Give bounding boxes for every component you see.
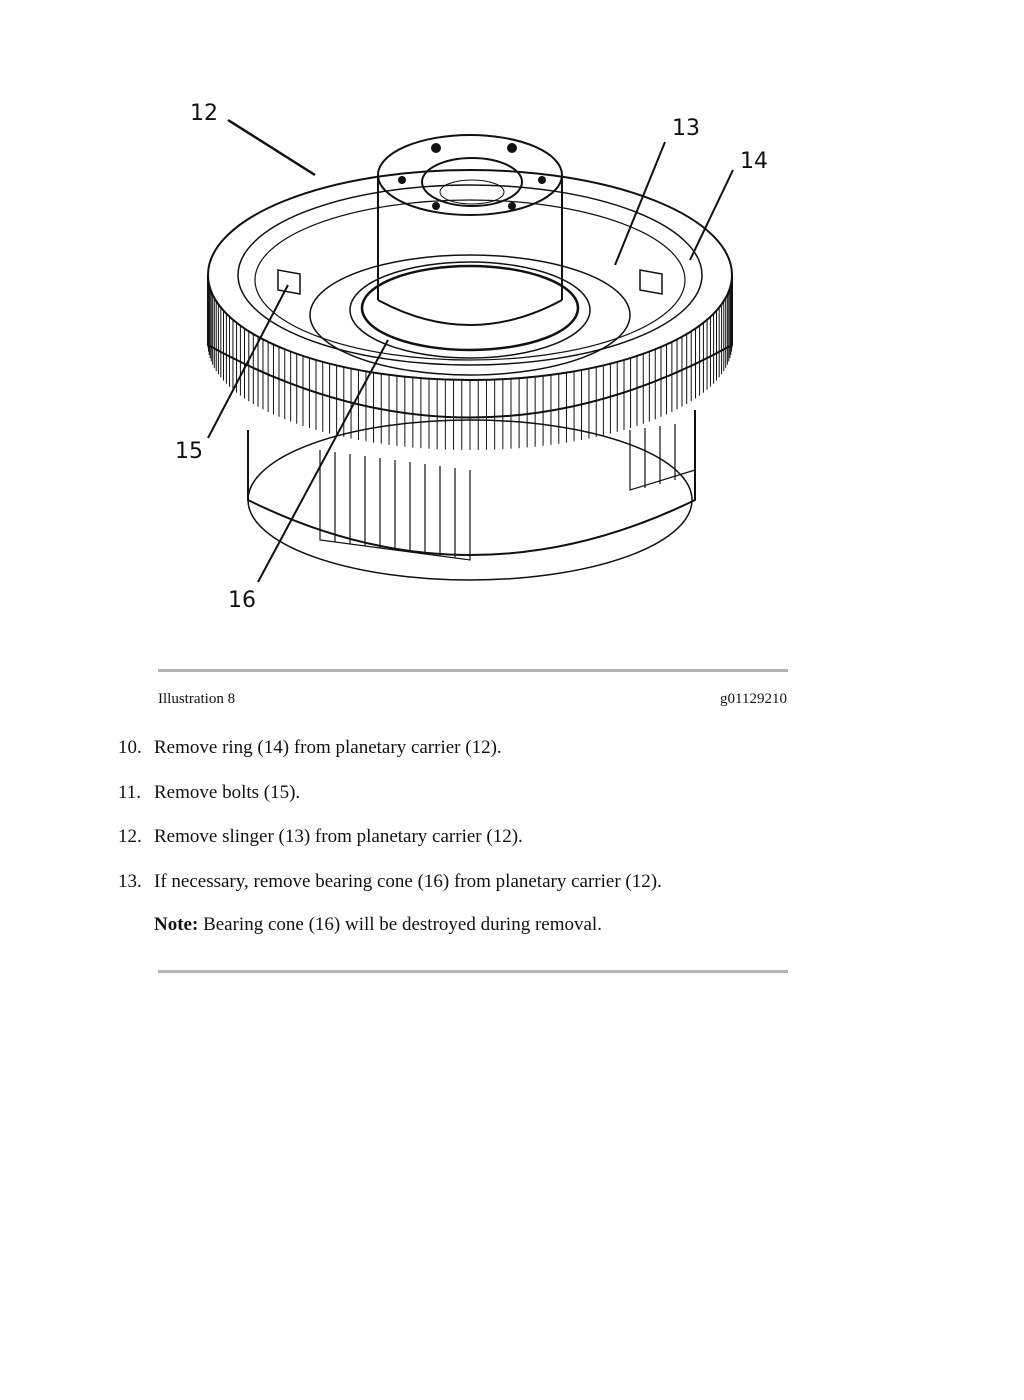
callout-16: 16 (228, 588, 256, 613)
divider-bottom (158, 970, 788, 973)
callout-13: 13 (672, 116, 700, 141)
procedure-steps: 10. Remove ring (14) from planetary carr… (118, 736, 818, 914)
planetary-carrier-illustration: 12 13 14 15 16 (150, 90, 800, 630)
callout-14: 14 (740, 149, 768, 174)
divider-top (158, 669, 788, 672)
step-number: 11. (118, 781, 142, 803)
step-13: 13. If necessary, remove bearing cone (1… (118, 870, 818, 894)
callout-15: 15 (175, 439, 203, 464)
step-10: 10. Remove ring (14) from planetary carr… (118, 736, 818, 760)
note-label: Note: (154, 914, 199, 935)
graphic-id: g01129210 (720, 691, 787, 707)
callout-12: 12 (190, 101, 218, 126)
step-12: 12. Remove slinger (13) from planetary c… (118, 825, 818, 849)
step-number: 10. (118, 737, 142, 758)
step-number: 12. (118, 826, 142, 847)
step-text: Remove bolts (15). (154, 781, 301, 803)
illustration-label: Illustration 8 (158, 691, 236, 707)
step-11: 11. Remove bolts (15). (118, 781, 818, 805)
note: Note: Bearing cone (16) will be destroye… (154, 913, 602, 937)
note-text: Bearing cone (16) will be destroyed duri… (198, 914, 602, 935)
step-text: Remove slinger (13) from planetary carri… (154, 826, 523, 847)
step-number: 13. (118, 870, 142, 892)
step-text: Remove ring (14) from planetary carrier … (154, 737, 502, 758)
step-text: If necessary, remove bearing cone (16) f… (154, 870, 662, 892)
